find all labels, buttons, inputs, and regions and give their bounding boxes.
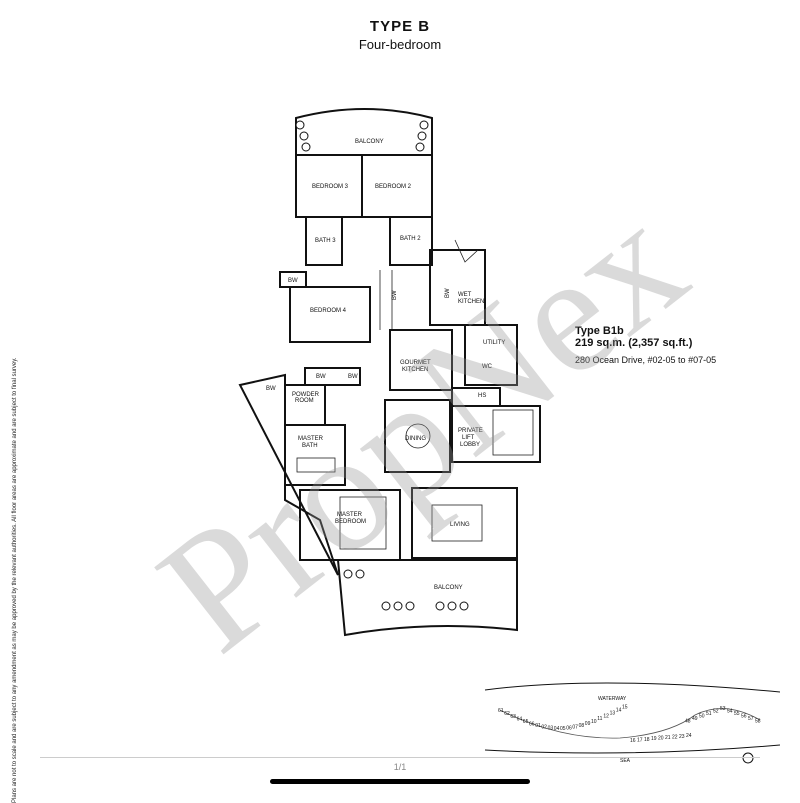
label-gourmet-2: KITCHEN (402, 367, 428, 373)
page-number: 1/1 (393, 762, 407, 772)
siteplan-unit-label: 18 (644, 737, 650, 743)
label-wet-kitchen-2: KITCHEN (458, 299, 484, 305)
siteplan-unit-label: 64 (517, 717, 523, 723)
label-wc: WC (482, 364, 493, 370)
siteplan-unit-label: 61 (498, 708, 504, 714)
label-bw-1: BW (288, 278, 298, 284)
siteplan-unit-label: 17 (637, 737, 643, 743)
balcony-trees-top (295, 120, 429, 152)
siteplan-unit-label: 07 (572, 724, 578, 730)
siteplan-unit-label: 22 (672, 734, 678, 740)
siteplan-unit-label: 48 (685, 719, 691, 725)
page-header: TYPE B Four-bedroom (0, 18, 800, 52)
unit-type: Type B1b (575, 325, 624, 337)
label-bath-2: BATH 2 (400, 236, 421, 242)
page-divider (40, 757, 760, 758)
siteplan-unit-label: 14 (616, 708, 622, 714)
label-utility: UTILITY (483, 340, 505, 346)
label-master-bath-2: BATH (302, 443, 318, 449)
label-bw-5: BW (348, 374, 358, 380)
siteplan-unit-label: 51 (706, 711, 712, 717)
siteplan-unit-label: 24 (686, 733, 692, 739)
siteplan-unit-label: 66 (529, 721, 535, 727)
siteplan-unit-label: 13 (610, 711, 616, 717)
siteplan-unit-label: 52 (713, 709, 719, 715)
label-gourmet-1: GOURMET (400, 360, 431, 366)
siteplan-unit-label: 09 (585, 721, 591, 727)
siteplan-unit-label: 01 (535, 723, 541, 729)
siteplan-sea-label: SEA (620, 758, 631, 764)
siteplan-unit-label: 54 (727, 709, 733, 715)
north-arrow-icon (742, 752, 754, 764)
siteplan-unit-label: 15 (622, 705, 628, 711)
siteplan-unit-label: 04 (554, 726, 560, 732)
siteplan-unit-label: 62 (504, 711, 510, 717)
siteplan-unit-label: 23 (679, 734, 685, 740)
unit-info: Type B1b 219 sq.m. (2,357 sq.ft.) 280 Oc… (575, 325, 775, 365)
label-wet-kitchen-1: WET (458, 292, 472, 298)
siteplan-unit-label: 21 (665, 735, 671, 741)
label-powder-2: ROOM (295, 398, 314, 404)
siteplan-unit-label: 08 (579, 723, 585, 729)
siteplan-unit-label: 06 (566, 725, 572, 731)
label-master-bedroom-2: BEDROOM (335, 519, 366, 525)
plan-type-title: TYPE B (369, 18, 431, 35)
label-bw-4: BW (316, 374, 326, 380)
unit-address: 280 Ocean Drive, #02-05 to #07-05 (575, 355, 717, 365)
siteplan-unit-label: 65 (523, 719, 529, 725)
siteplan-unit-label: 20 (658, 736, 664, 742)
label-bath-3: BATH 3 (315, 238, 336, 244)
label-lobby-3: LOBBY (460, 442, 480, 448)
label-powder-1: POWDER (292, 392, 320, 398)
label-lobby-2: LIFT (462, 435, 475, 441)
label-master-bath-1: MASTER (298, 436, 324, 442)
siteplan-unit-label: 49 (692, 716, 698, 722)
siteplan-unit-label: 03 (548, 725, 554, 731)
label-bw-6: BW (266, 386, 276, 392)
siteplan-waterway-label: WATERWAY (598, 696, 627, 702)
siteplan-unit-label: 19 (651, 736, 657, 742)
home-indicator[interactable] (270, 779, 530, 784)
label-dining: DINING (405, 436, 426, 442)
siteplan-unit-label: 12 (603, 713, 609, 719)
label-balcony-top: BALCONY (355, 139, 384, 145)
siteplan-unit-label: 10 (591, 719, 597, 725)
label-bw-2: BW (392, 290, 398, 300)
label-lobby-1: PRIVATE (458, 428, 483, 434)
siteplan-unit-label: 05 (560, 726, 566, 732)
label-bedroom-2: BEDROOM 2 (375, 184, 412, 190)
label-hs: HS (478, 393, 486, 399)
siteplan-unit-label: 55 (734, 711, 740, 717)
balcony-trees-bottom (343, 569, 469, 611)
disclaimer-text: Plans are not to scale and are subject t… (12, 357, 18, 803)
siteplan-unit-label: 63 (510, 714, 516, 720)
label-master-bedroom-1: MASTER (337, 512, 363, 518)
siteplan-unit-label: 56 (741, 714, 747, 720)
siteplan-unit-label: 53 (720, 706, 726, 712)
siteplan-unit-label: 02 (541, 725, 547, 731)
siteplan-unit-label: 11 (597, 716, 602, 722)
label-bw-3: BW (445, 288, 451, 298)
label-living: LIVING (450, 522, 470, 528)
siteplan-unit-label: 50 (699, 714, 705, 720)
label-bedroom-3: BEDROOM 3 (312, 184, 349, 190)
siteplan-unit-label: 57 (748, 716, 754, 722)
unit-area: 219 sq.m. (2,357 sq.ft.) (575, 337, 693, 349)
label-bedroom-4: BEDROOM 4 (310, 308, 347, 314)
siteplan-unit-label: 16 (630, 738, 636, 744)
label-balcony-bottom: BALCONY (434, 585, 463, 591)
plan-subtitle: Four-bedroom (358, 37, 442, 52)
siteplan-unit-label: 58 (755, 719, 761, 725)
